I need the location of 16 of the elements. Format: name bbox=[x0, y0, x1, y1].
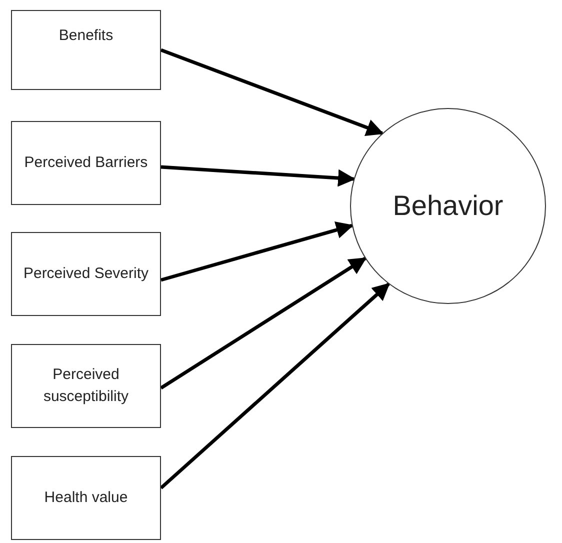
factor-box bbox=[11, 344, 161, 428]
factor-box bbox=[11, 456, 161, 540]
factor-label: Health value bbox=[44, 488, 128, 508]
arrow bbox=[160, 282, 390, 490]
factor-label: Perceived Severity bbox=[23, 264, 149, 284]
factor-box bbox=[11, 232, 161, 316]
arrow bbox=[160, 256, 367, 390]
factor-label: Perceived Barriers bbox=[24, 153, 148, 174]
outcome-label: Behavior bbox=[392, 188, 504, 223]
arrow bbox=[160, 165, 356, 187]
factor-box bbox=[11, 121, 161, 205]
arrow bbox=[160, 48, 384, 136]
arrow bbox=[160, 221, 354, 282]
factor-label: Benefits bbox=[58, 26, 114, 46]
factor-box bbox=[11, 10, 161, 90]
factor-label: Perceived susceptibility bbox=[42, 365, 130, 407]
